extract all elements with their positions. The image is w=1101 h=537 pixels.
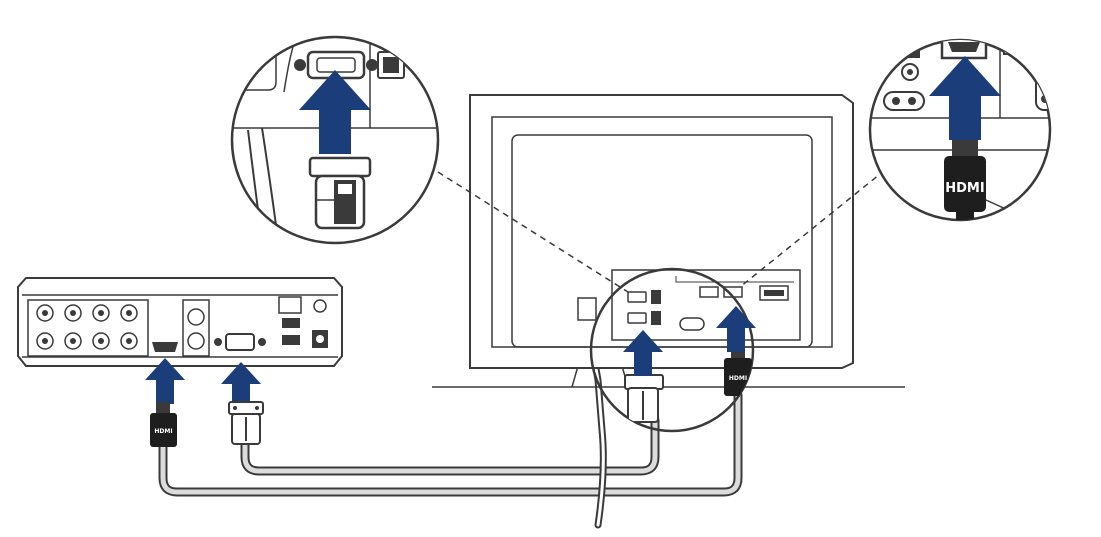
zoom-leader-lines xyxy=(437,169,886,293)
dvr-recorder xyxy=(17,277,343,367)
hdmi-plug-dvr: HDMI xyxy=(150,402,177,447)
dvi-port-label: DVI-I xyxy=(1014,42,1042,53)
monitor-back xyxy=(432,94,905,388)
hdmi-zoom-label: HDMI xyxy=(945,181,984,196)
dvr-hdmi-port xyxy=(152,342,178,352)
vga-plug-dvr xyxy=(228,401,264,445)
monitor-hdmi-port-1 xyxy=(699,286,719,298)
cable-routing xyxy=(158,298,743,529)
hdmi-plug-label: HDMI xyxy=(154,428,172,435)
monitor-port-zoom-circle: HDMI xyxy=(589,267,755,433)
dvr-vga-port xyxy=(225,333,255,351)
hdmi-plug-monitor-label: HDMI xyxy=(729,375,747,382)
